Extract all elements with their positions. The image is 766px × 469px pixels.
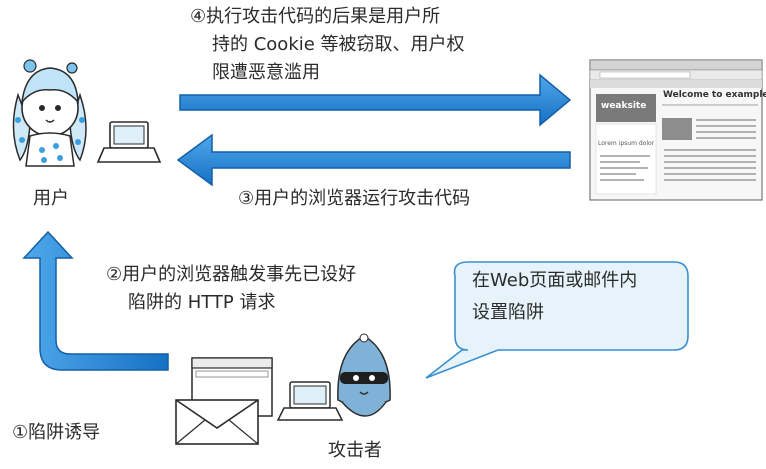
- callout-bubble: [425, 261, 689, 379]
- step4-text-line2: 持的 Cookie 等被窃取、用户权: [212, 34, 465, 55]
- mail-envelope-icon: [175, 399, 259, 445]
- arrow-step1-2: [22, 230, 169, 371]
- arrow-step4: [179, 73, 572, 127]
- user-character: [12, 59, 87, 167]
- user-label: 用户: [33, 188, 69, 209]
- user-laptop-icon: [96, 121, 162, 163]
- arrow-step3: [176, 133, 571, 187]
- step1-text: ①陷阱诱导: [12, 422, 101, 443]
- step3-text: ③用户的浏览器运行攻击代码: [238, 188, 471, 209]
- attacker-label: 攻击者: [328, 440, 382, 461]
- step4-text-line3: 限遭恶意滥用: [212, 62, 320, 83]
- website-heading: Welcome to example.com: [663, 90, 766, 100]
- website-sidebar-text: Lorem ipsum dolor: [598, 140, 655, 147]
- step4-text-line1: ④执行攻击代码的后果是用户所: [190, 6, 441, 27]
- callout-text-line1: 在Web页面或邮件内: [472, 270, 638, 291]
- attacker-laptop-icon: [276, 381, 344, 421]
- website-logo: weaksite: [601, 101, 647, 111]
- website-browser-window: [589, 59, 763, 201]
- attacker-character: [337, 333, 391, 417]
- callout-text-line2: 设置陷阱: [472, 302, 544, 323]
- step2-text-line2: 陷阱的 HTTP 请求: [128, 292, 276, 313]
- step2-text-line1: ②用户的浏览器触发事先已设好: [106, 264, 357, 285]
